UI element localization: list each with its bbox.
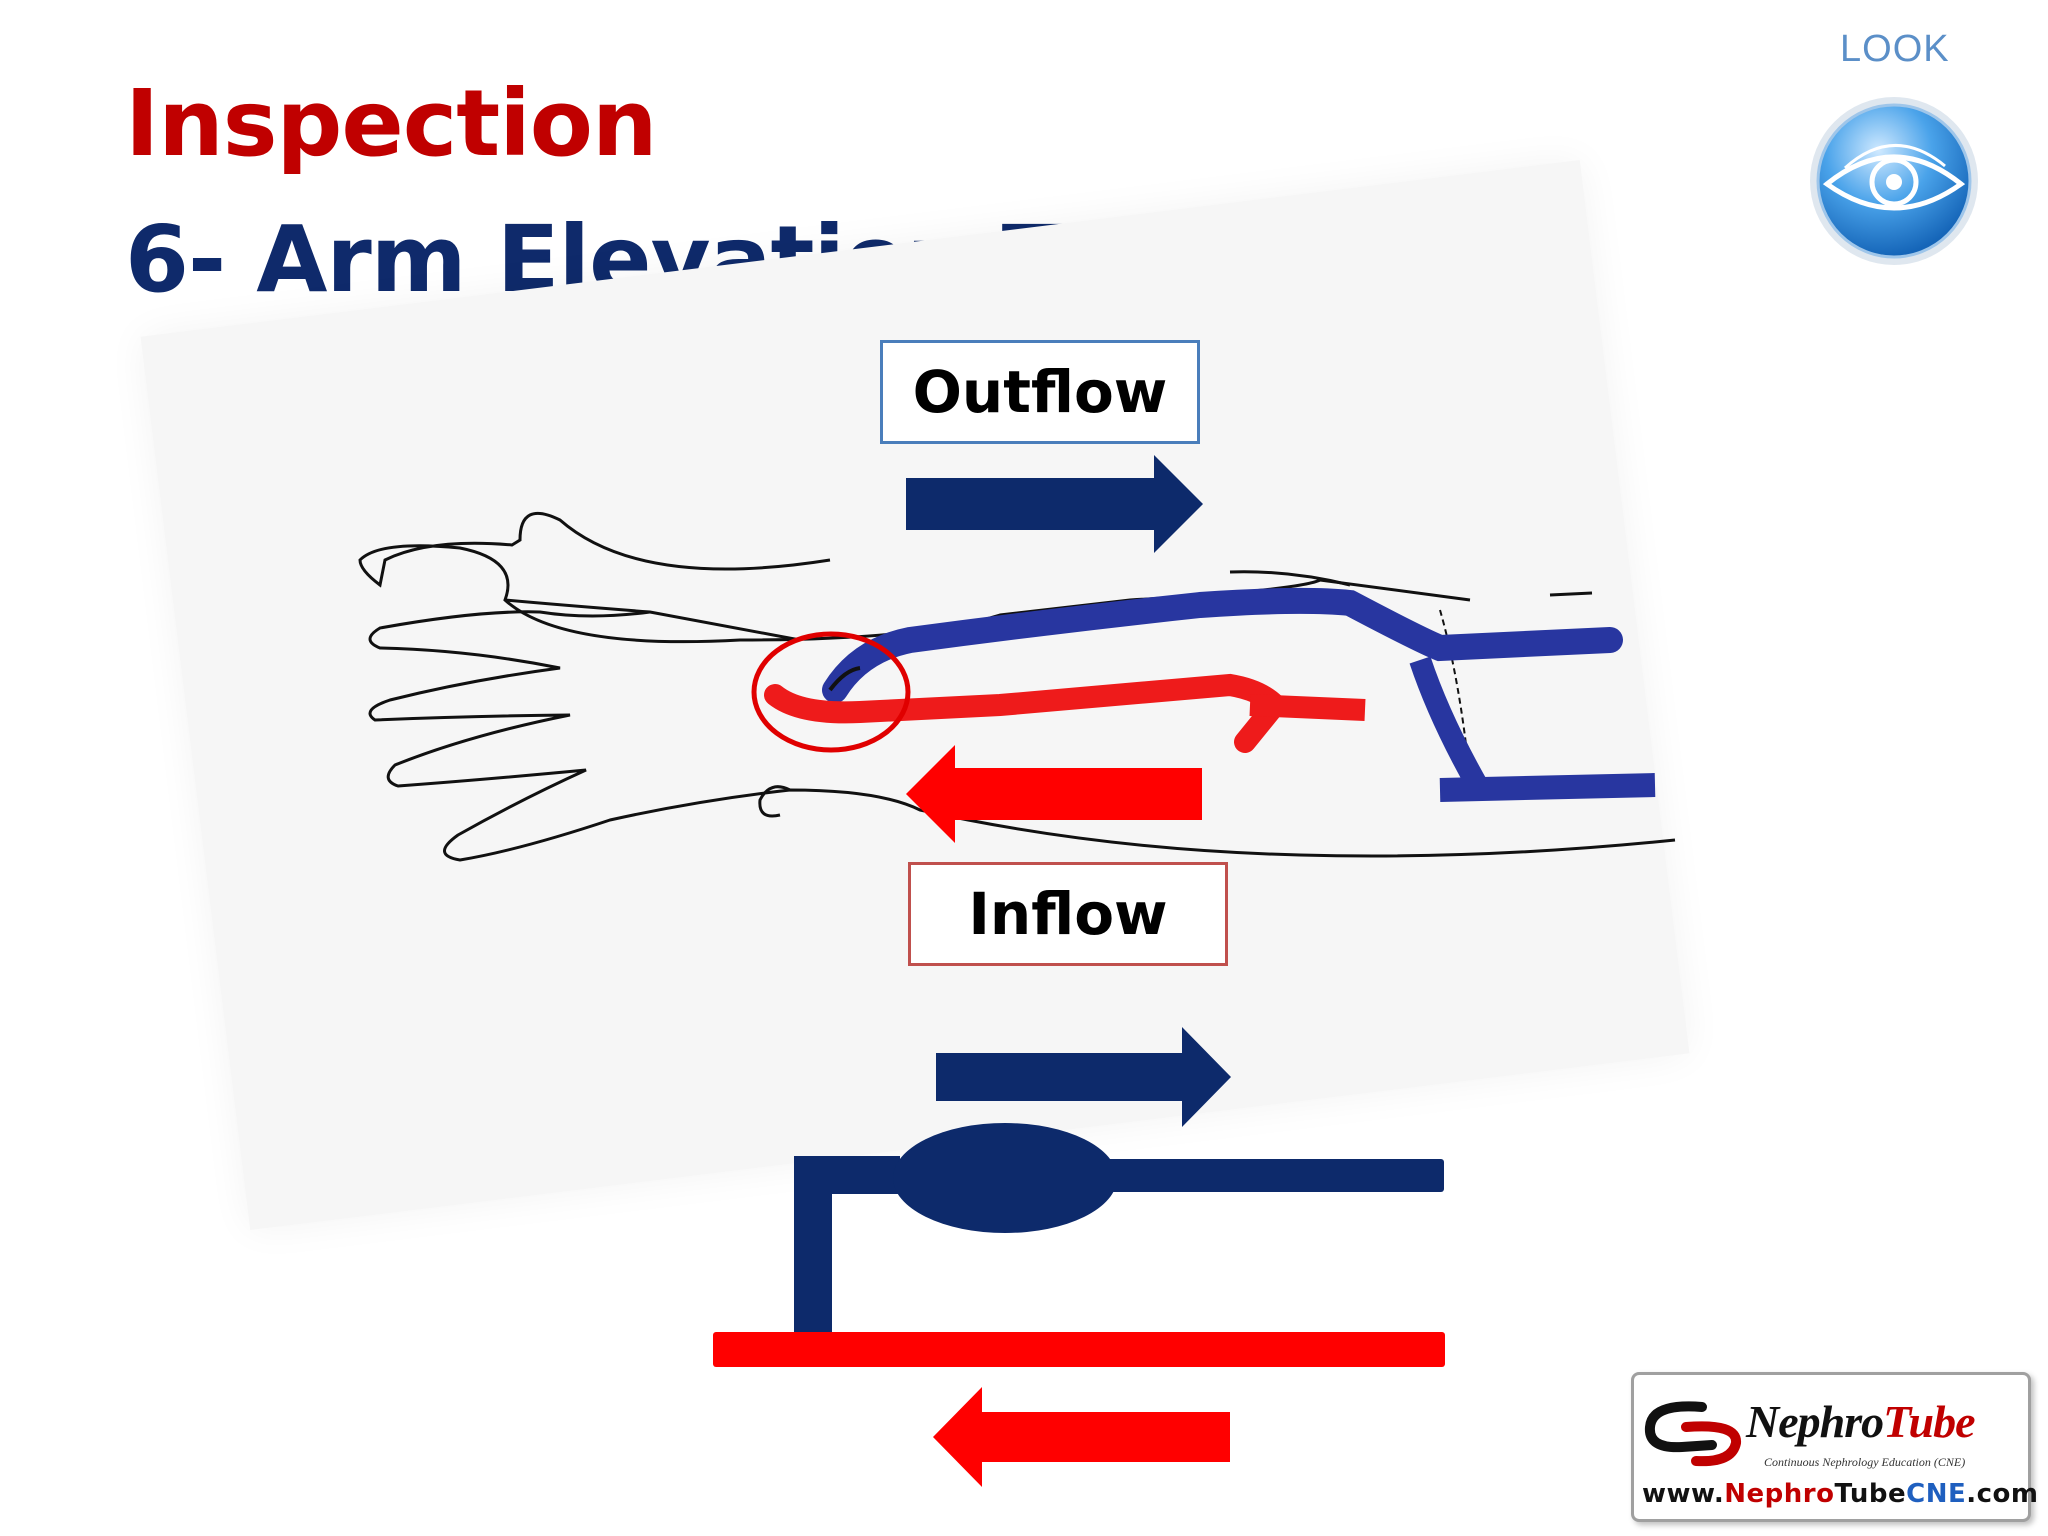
outflow-label: Outflow bbox=[880, 340, 1200, 444]
logo-brand-part1: Nephro bbox=[1746, 1396, 1884, 1447]
schematic-outflow-arrow bbox=[936, 1027, 1231, 1127]
outflow-arrow bbox=[906, 455, 1203, 553]
inflow-arrow bbox=[906, 745, 1202, 843]
arm-outline bbox=[358, 511, 1471, 644]
logo-url: www.NephroTubeCNE.com bbox=[1642, 1479, 2038, 1509]
schematic-artery bbox=[713, 1332, 1445, 1367]
logo-brand-part2: Tube bbox=[1883, 1396, 1975, 1447]
nephrotube-logo: NephroTube Continuous Nephrology Educati… bbox=[1631, 1372, 2038, 1522]
slide-title: Inspection bbox=[125, 70, 657, 177]
inflow-label: Inflow bbox=[908, 862, 1228, 966]
schematic-inflow-arrow bbox=[933, 1387, 1230, 1487]
artery bbox=[764, 673, 1290, 753]
logo-url-part3: Tube bbox=[1834, 1479, 1907, 1509]
anastomosis-highlight bbox=[751, 631, 911, 753]
vein bbox=[822, 587, 1623, 703]
logo-url-part5: .com bbox=[1966, 1479, 2039, 1509]
logo-tagline: Continuous Nephrology Education (CNE) bbox=[1764, 1455, 1966, 1469]
eye-icon bbox=[1810, 97, 1978, 265]
schematic-vein bbox=[794, 1156, 900, 1333]
look-label: LOOK bbox=[1840, 28, 1950, 70]
logo-url-part1: www. bbox=[1642, 1479, 1725, 1509]
schematic-aneurysm bbox=[893, 1123, 1117, 1233]
logo-swoosh-icon bbox=[1644, 1401, 1741, 1467]
schematic-vein-outflow bbox=[1100, 1159, 1444, 1192]
logo-url-part4: CNE bbox=[1906, 1479, 1967, 1509]
logo-brand: NephroTube bbox=[1746, 1395, 1976, 1448]
logo-url-part2: Nephro bbox=[1724, 1479, 1835, 1509]
